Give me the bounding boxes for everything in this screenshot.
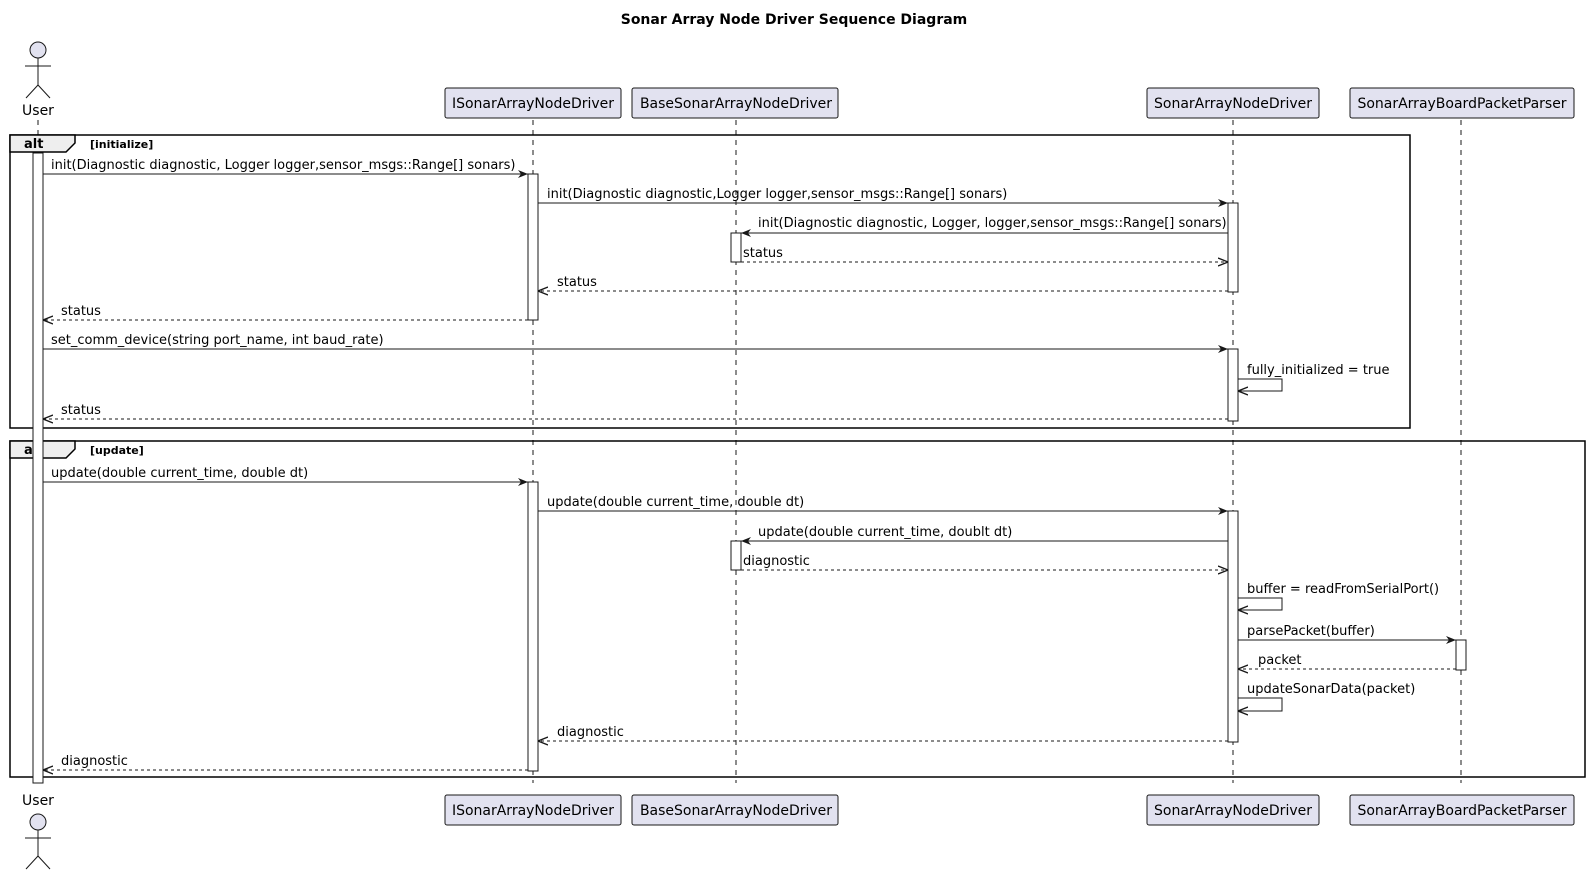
activation-sonar (1227, 202, 1239, 293)
message-label: set_comm_device(string port_name, int ba… (51, 333, 384, 348)
self-message-arrow (1238, 378, 1283, 391)
participant-box-base-bottom (631, 794, 839, 826)
messages (43, 170, 1456, 770)
fragment-operator: alt (24, 137, 43, 152)
participants-top: User ISonarArrayNodeDriver BaseSonarArra… (22, 41, 1575, 119)
message-label: status (743, 246, 783, 261)
message-label: init(Diagnostic diagnostic, Logger logge… (51, 158, 516, 173)
message-label: packet (1258, 653, 1302, 668)
message-label: update(double current_time, doublt dt) (758, 525, 1012, 540)
message-label: update(double current_time, double dt) (547, 495, 804, 510)
fragment-condition: [initialize] (90, 138, 153, 151)
activation-sonar (1227, 510, 1239, 743)
activation-sonar (1227, 348, 1239, 422)
self-message-arrow (1238, 597, 1283, 610)
message-labels: init(Diagnostic diagnostic, Logger logge… (51, 158, 1439, 769)
participant-isonar-top: ISonarArrayNodeDriver (452, 96, 614, 112)
participant-base-bottom: BaseSonarArrayNodeDriver (640, 803, 832, 819)
message-label: diagnostic (557, 725, 624, 740)
activation-isonar (527, 173, 539, 321)
participant-box-isonar-bottom (444, 794, 622, 826)
message-label: fully_initialized = true (1247, 363, 1390, 378)
activation-base (730, 232, 742, 263)
participant-parser-top: SonarArrayBoardPacketParser (1357, 96, 1566, 112)
message-label: buffer = readFromSerialPort() (1247, 582, 1439, 597)
message-label: diagnostic (61, 754, 128, 769)
participant-box-sonar-bottom (1146, 794, 1320, 826)
participant-sonar-bottom: SonarArrayNodeDriver (1154, 803, 1312, 819)
fragment-condition: [update] (90, 444, 144, 457)
actor-user-icon (25, 41, 51, 99)
message-label: status (557, 275, 597, 290)
participant-box-parser-bottom (1349, 794, 1575, 826)
participants-bottom: User ISonarArrayNodeDriver BaseSonarArra… (22, 793, 1575, 870)
self-message-arrow (1238, 697, 1283, 711)
participant-sonar-top: SonarArrayNodeDriver (1154, 96, 1312, 112)
activation-base (730, 540, 742, 571)
message-label: updateSonarData(packet) (1247, 682, 1415, 697)
participant-box-parser-top (1349, 87, 1575, 119)
message-label: diagnostic (743, 554, 810, 569)
participant-box-sonar-top (1146, 87, 1320, 119)
message-label: init(Diagnostic diagnostic, Logger, logg… (758, 216, 1227, 231)
actor-user-icon (25, 813, 51, 870)
message-label: init(Diagnostic diagnostic,Logger logger… (547, 187, 1007, 202)
participant-base-top: BaseSonarArrayNodeDriver (640, 96, 832, 112)
participant-user-top: User (22, 103, 54, 119)
participant-box-base-top (631, 87, 839, 119)
activation-isonar (527, 481, 539, 772)
activation-user (32, 152, 44, 784)
message-label: update(double current_time, double dt) (51, 466, 308, 481)
message-label: status (61, 403, 101, 418)
diagram-title: Sonar Array Node Driver Sequence Diagram (620, 12, 968, 28)
participant-user-bottom: User (22, 793, 54, 809)
participant-isonar-bottom: ISonarArrayNodeDriver (452, 803, 614, 819)
fragment-update: alt [update] (9, 440, 1586, 778)
message-label: status (61, 304, 101, 319)
activation-bars (32, 152, 1467, 784)
activation-parser (1455, 639, 1467, 671)
fragment-initialize: alt [initialize] (9, 134, 1411, 429)
message-label: parsePacket(buffer) (1247, 624, 1375, 639)
participant-parser-bottom: SonarArrayBoardPacketParser (1357, 803, 1566, 819)
participant-box-isonar-top (444, 87, 622, 119)
